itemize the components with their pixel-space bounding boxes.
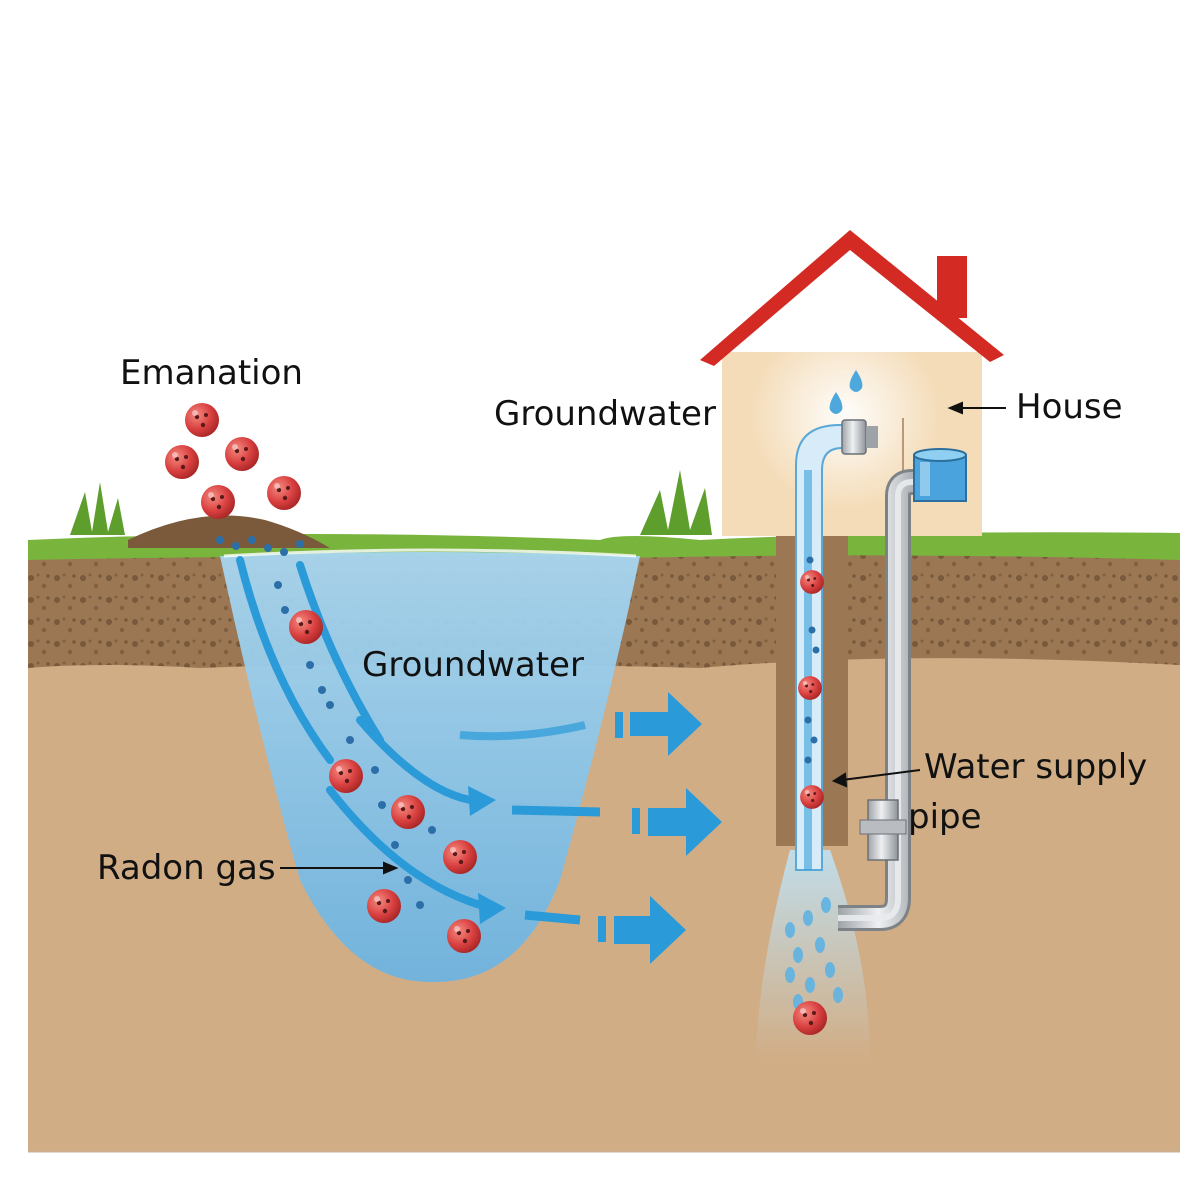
spray-radon-particle [793,1001,827,1035]
groundwater-pit [220,552,640,983]
water-spray-drops [785,897,843,1010]
label-water-supply-pipe-line2: pipe [908,797,982,837]
bubbles [216,536,436,909]
flow-arrow-icon [468,786,506,924]
soil-mound [128,515,330,548]
label-emanation: Emanation [120,353,303,393]
grass-icon [70,470,712,535]
label-water-supply-pipe-line1: Water supply [924,747,1148,787]
label-groundwater-pit: Groundwater [362,645,584,685]
leader-lines [280,401,1006,875]
water-supply-pipe [838,469,928,931]
pipe-bubbles [804,556,820,764]
flow-streaks [236,556,484,909]
emanation-particles [165,403,301,519]
horizontal-flow-arrows [459,692,722,964]
well-pipe [795,419,878,871]
label-groundwater-top: Groundwater [494,394,716,434]
label-radon-gas: Radon gas [97,848,276,888]
label-house: House [1016,387,1123,427]
water-spray [755,850,870,1060]
water-drop-icon [829,370,863,414]
water-tank [913,448,967,502]
